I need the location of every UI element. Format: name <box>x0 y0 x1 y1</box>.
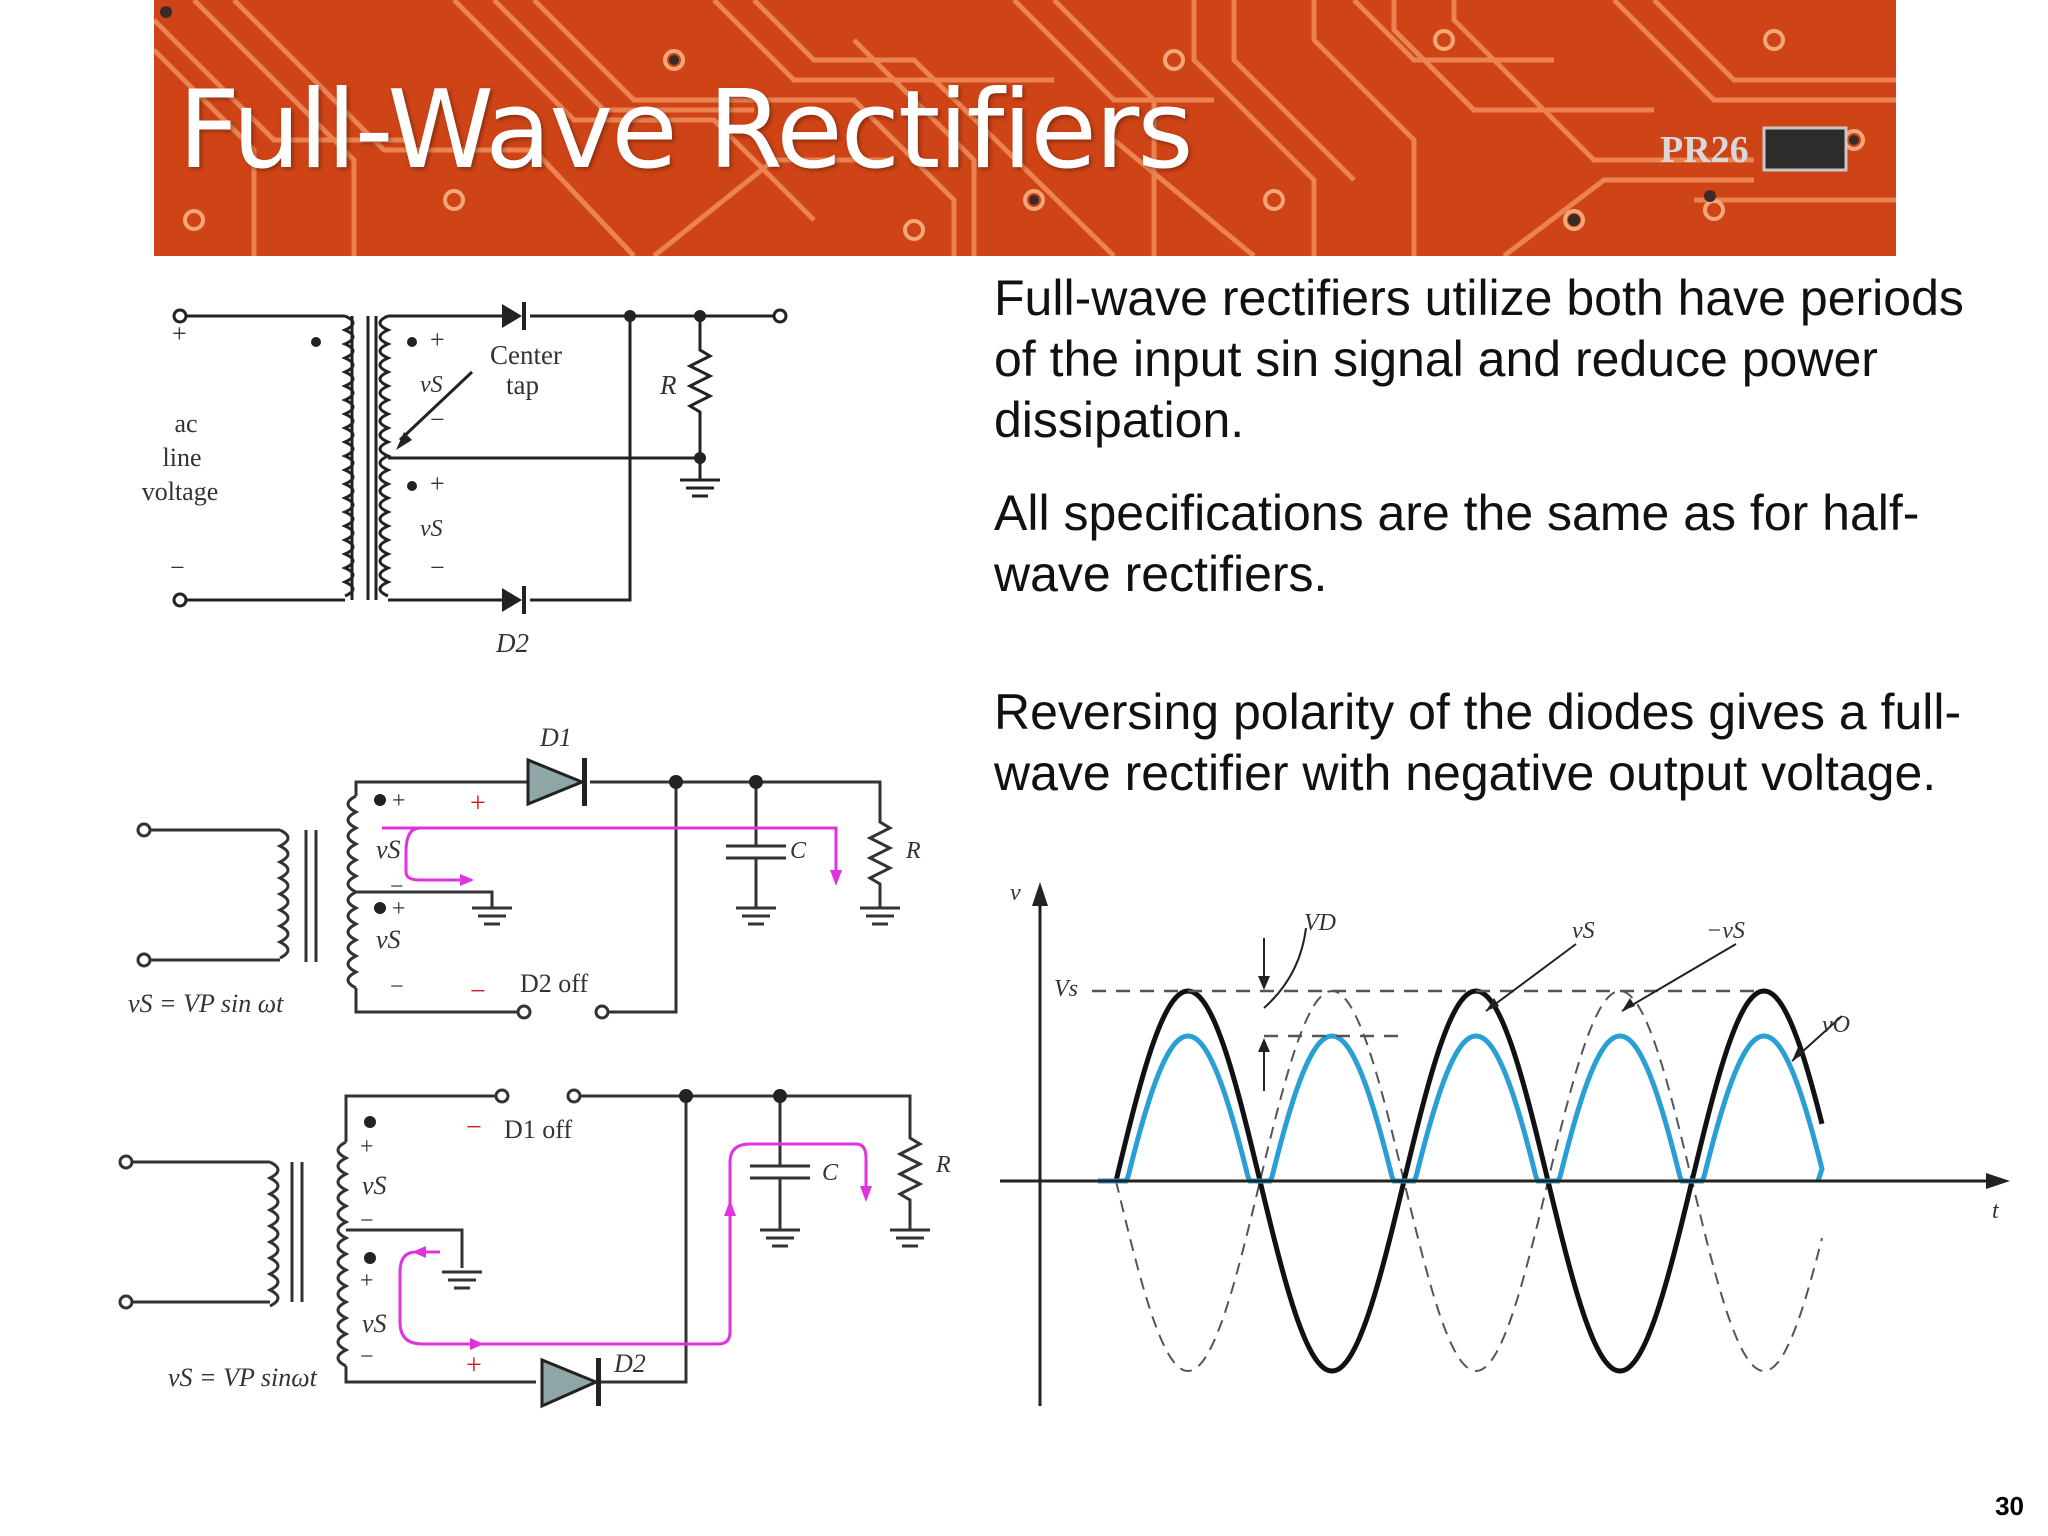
lower-minus: − <box>430 553 445 582</box>
page-number: 30 <box>1995 1491 2024 1521</box>
lower-plus: + <box>430 469 445 498</box>
vs-level-label: Vs <box>1054 976 1078 1002</box>
resistor-label: R <box>905 838 921 864</box>
upper-plus: + <box>430 325 445 354</box>
full-wave-output-waveform: v t Vs VD vS −vS vO <box>1000 880 2010 1406</box>
diode-d1-off-label: D1 off <box>504 1115 572 1144</box>
resistor-label: R <box>935 1152 951 1178</box>
banner-label: PR26 <box>1660 129 1749 171</box>
svg-text:−: − <box>360 1208 374 1234</box>
negative-rectifier-current-path-diagram: + − + − − + vS vS D1 off D2 C R vS = VP … <box>118 1088 951 1409</box>
upper-vs-label: vS <box>362 1171 387 1200</box>
title-banner: PR26 <box>154 0 1896 256</box>
svg-text:+: + <box>392 788 406 814</box>
svg-text:−: − <box>390 874 404 900</box>
diode-d2-label: D2 <box>495 628 529 658</box>
input-label-1: ac <box>174 409 197 438</box>
svg-text:+: + <box>466 1350 482 1381</box>
input-label-3: voltage <box>142 477 219 506</box>
vo-curve <box>1098 1033 1825 1184</box>
svg-text:+: + <box>392 896 406 922</box>
x-axis-label: t <box>1992 1198 2000 1224</box>
circuit-board-image: PR26 <box>154 0 1896 256</box>
upper-minus: − <box>430 405 445 434</box>
capacitor-label: C <box>822 1160 839 1186</box>
diode-d2-off-label: D2 off <box>520 969 588 998</box>
svg-text:−: − <box>390 974 404 1000</box>
source-equation: vS = VP sinωt <box>168 1363 318 1392</box>
source-equation: vS = VP sin ωt <box>128 989 284 1018</box>
svg-text:+: + <box>470 788 486 819</box>
svg-text:+: + <box>360 1268 374 1294</box>
y-axis-label: v <box>1010 880 1021 906</box>
neg-vs-curve-label: −vS <box>1706 918 1745 944</box>
upper-vs: vS <box>420 372 443 398</box>
input-plus: + <box>172 319 187 348</box>
positive-rectifier-current-path-diagram: + + − − + − vS vS D1 D2 off C R vS = VP … <box>128 723 921 1020</box>
paragraph-3: Reversing polarity of the diodes gives a… <box>994 684 1962 801</box>
vs-curve-label: vS <box>1572 918 1595 944</box>
paragraph-2: All specifications are the same as for h… <box>994 485 1920 602</box>
vs-curve <box>1113 988 1825 1374</box>
diode-d1-label: D1 <box>539 723 572 752</box>
center-tap-rectifier-diagram: + − ac line voltage + vS − + vS − Center… <box>142 302 788 658</box>
lower-vs-label: vS <box>376 925 401 954</box>
resistor-label: R <box>659 370 677 400</box>
paragraph-1: Full-wave rectifiers utilize both have p… <box>994 270 1964 448</box>
lower-vs: vS <box>420 516 443 542</box>
input-minus: − <box>170 553 185 582</box>
neg-vs-curve <box>1115 989 1823 1373</box>
vd-label: VD <box>1304 910 1336 936</box>
svg-text:−: − <box>466 1112 482 1143</box>
capacitor-label: C <box>790 838 807 864</box>
input-label-2: line <box>163 443 202 472</box>
center-tap-label-1: Center <box>490 340 562 370</box>
center-tap-label-2: tap <box>506 370 539 400</box>
vo-curve-label: vO <box>1822 1012 1850 1038</box>
diode-d2-label: D2 <box>613 1349 646 1378</box>
svg-text:−: − <box>360 1344 374 1370</box>
svg-text:+: + <box>360 1134 374 1160</box>
upper-vs-label: vS <box>376 835 401 864</box>
svg-text:−: − <box>470 976 486 1007</box>
lower-vs-label: vS <box>362 1309 387 1338</box>
slide-title: Full-Wave Rectifiers <box>178 68 1194 193</box>
